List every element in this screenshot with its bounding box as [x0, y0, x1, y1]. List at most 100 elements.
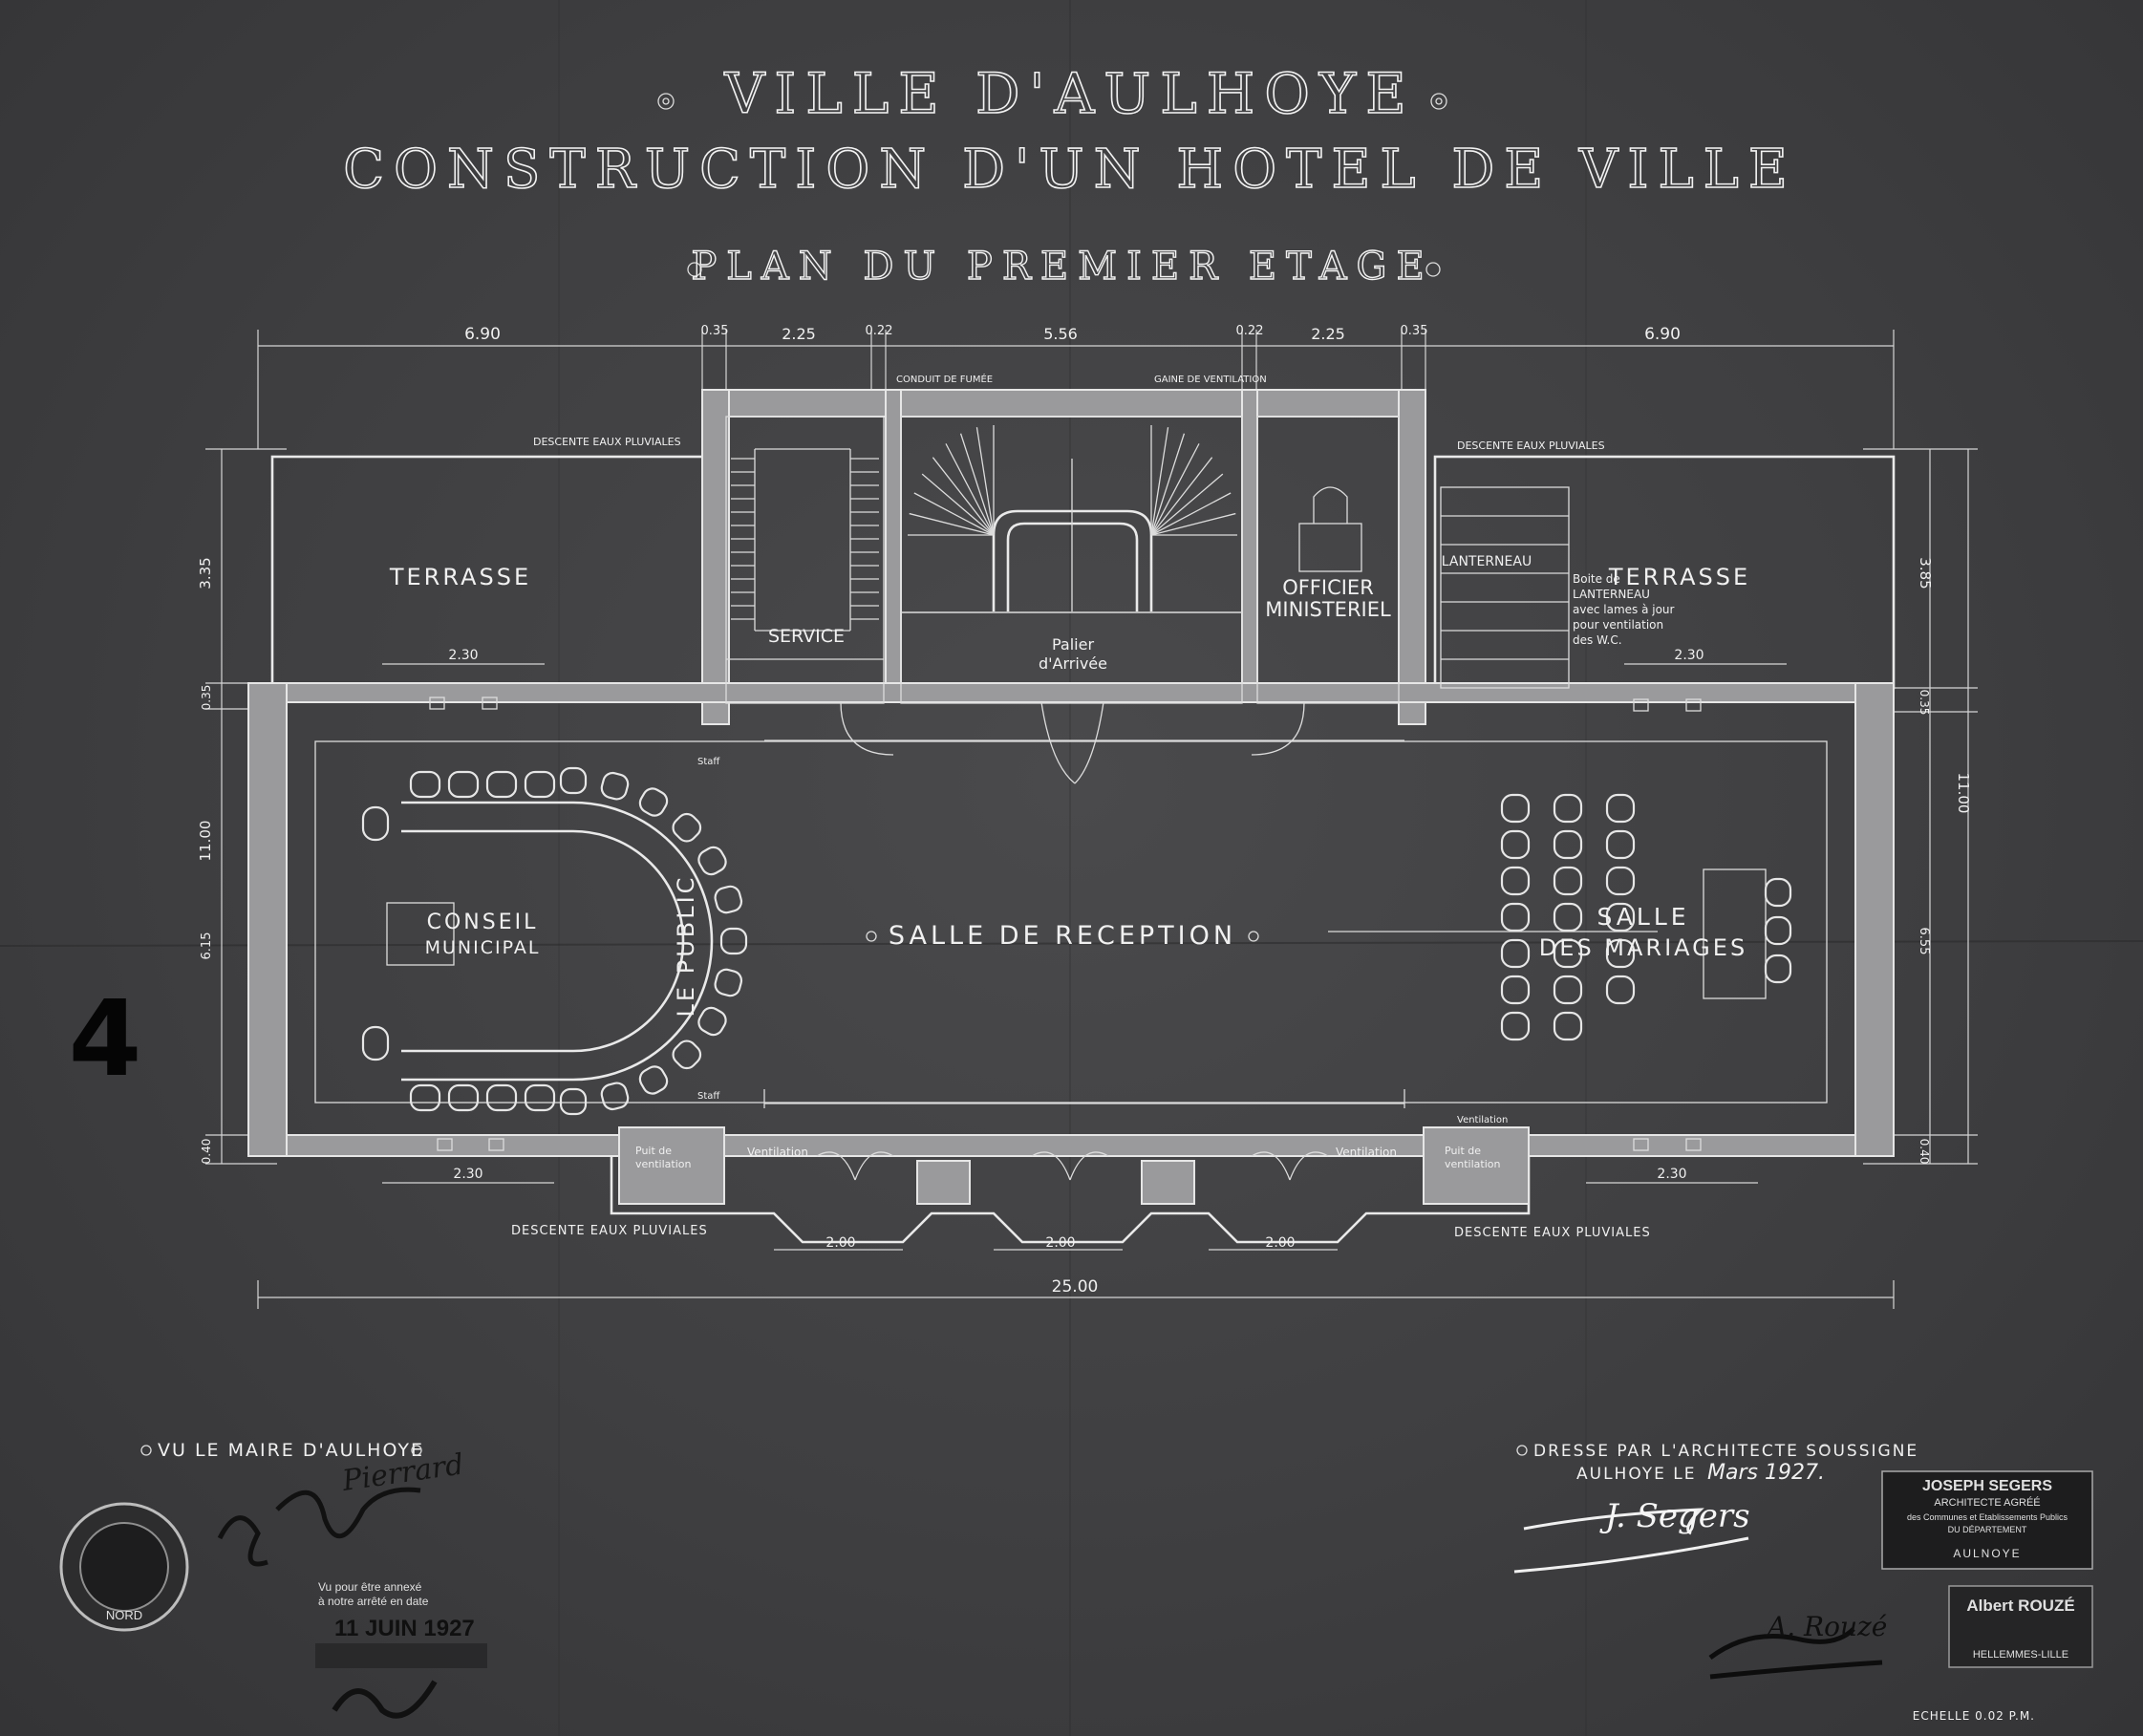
dimension-label: 0.35 — [701, 324, 729, 338]
stamp-text: Vu pour être annexé — [318, 1580, 422, 1594]
wedding-chair — [1500, 829, 1531, 860]
wedding-chair — [1605, 938, 1636, 969]
dimension-label: 0.40 — [200, 1139, 213, 1165]
annex-stamp: Vu pour être annexé à notre arrêté en da… — [315, 1580, 487, 1719]
council-chair — [361, 805, 390, 842]
label-mariages-1: SALLE — [1597, 903, 1689, 931]
wedding-chair — [1764, 915, 1792, 946]
stair-step — [932, 457, 995, 536]
annotation-text: Puit de — [1445, 1145, 1481, 1157]
rouze-stamp: Albert ROUZÉ HELLEMMES-LILLE — [1948, 1585, 2093, 1668]
wedding-chair — [1553, 975, 1583, 1005]
dimension-label: 25.00 — [1052, 1277, 1099, 1297]
dimension-label: 0.22 — [1236, 324, 1264, 338]
dimension-label: 0.40 — [1918, 1139, 1931, 1165]
wedding-chair — [1764, 877, 1792, 908]
council-chair — [697, 1006, 727, 1037]
stamp-date: 11 JUIN 1927 — [334, 1616, 475, 1641]
dimension-label: 0.35 — [1918, 690, 1931, 716]
annotation-text: CONDUIT DE FUMÉE — [896, 373, 993, 385]
council-chair — [409, 1083, 441, 1112]
annotation-text: Ventilation — [1336, 1146, 1397, 1159]
stair-step — [1150, 512, 1236, 536]
dimension-label: 6.15 — [200, 932, 214, 960]
wedding-chair — [1500, 902, 1531, 932]
annotation-text: DESCENTE EAUX PLUVIALES — [1454, 1226, 1651, 1240]
wedding-chair — [1500, 793, 1531, 824]
label-officier-1: OFFICIER — [1282, 576, 1374, 599]
stamp-text: HELLEMMES-LILLE — [1973, 1649, 2068, 1661]
stair-step — [1150, 427, 1169, 536]
annotation-text: Staff — [697, 757, 720, 767]
stamp-text: DU DÉPARTEMENT — [1948, 1525, 2027, 1534]
label-terrasse-right: TERRASSE — [1608, 564, 1750, 590]
annotations: CONDUIT DE FUMÉE GAINE DE VENTILATION DE… — [511, 373, 1651, 1240]
note-line: des W.C. — [1573, 633, 1622, 647]
stamp-text: ARCHITECTE AGRÉÉ — [1934, 1496, 2040, 1509]
note-line: avec lames à jour — [1573, 603, 1675, 616]
main-staircase-steps — [908, 425, 1237, 536]
council-chair — [447, 770, 480, 799]
wedding-chair — [1500, 975, 1531, 1005]
annotation-text: DESCENTE EAUX PLUVIALES — [511, 1224, 708, 1238]
wedding-chair — [1553, 829, 1583, 860]
council-chair — [719, 927, 748, 955]
council-chair — [672, 812, 702, 843]
wedding-chair — [1605, 866, 1636, 896]
wedding-chair — [1500, 1011, 1531, 1041]
annotation-text: ventilation — [1445, 1158, 1501, 1170]
wedding-chair — [1553, 938, 1583, 969]
label-conseil-2: MUNICIPAL — [425, 937, 541, 958]
stamp-text: à notre arrêté en date — [318, 1595, 429, 1608]
label-palier-2: d'Arrivée — [1039, 654, 1107, 673]
signature-text: A. Rouzé — [1765, 1611, 1887, 1642]
label-lanterneau: LANTERNEAU — [1442, 554, 1532, 569]
seal-text: NORD — [106, 1608, 142, 1622]
stair-step — [909, 512, 995, 536]
dimension-label: 2.00 — [825, 1235, 855, 1251]
dimension-label: 2.30 — [448, 648, 478, 663]
wedding-chair — [1605, 975, 1636, 1005]
annotation-text: Staff — [697, 1091, 720, 1102]
council-seats — [361, 766, 748, 1116]
annotation-text: Puit de — [635, 1145, 672, 1157]
annotation-text: DESCENTE EAUX PLUVIALES — [1457, 439, 1605, 452]
dimension-label: 6.90 — [1644, 325, 1681, 344]
room-labels: TERRASSE TERRASSE SERVICE Palier d'Arriv… — [389, 554, 1750, 1017]
mayor-caption: VU LE MAIRE D'AULHOYE — [158, 1440, 424, 1461]
architect-date: Mars 1927. — [1707, 1461, 1825, 1485]
dimension-label: 11.00 — [197, 821, 214, 862]
signature-text: J. Segers — [1599, 1497, 1750, 1535]
note-line: pour ventilation — [1573, 618, 1663, 632]
dimension-label: 6.90 — [464, 325, 501, 344]
annotation-text: Ventilation — [747, 1146, 808, 1159]
label-service: SERVICE — [768, 626, 845, 647]
stair-step — [945, 443, 995, 536]
stair-step — [1150, 457, 1213, 536]
council-chair — [559, 1087, 588, 1116]
annotation-text: Ventilation — [1457, 1115, 1508, 1125]
dimension-label: 2.00 — [1265, 1235, 1295, 1251]
note-line: LANTERNEAU — [1573, 588, 1650, 601]
council-chair — [714, 885, 743, 914]
wedding-chair — [1553, 1011, 1583, 1041]
rouze-signature: A. Rouzé — [1708, 1611, 1887, 1680]
council-chair — [600, 771, 630, 801]
dimension-label: 0.35 — [200, 685, 213, 711]
stair-step — [913, 492, 995, 536]
title-line3: PLAN DU PREMIER ETAGE — [691, 245, 1433, 289]
wedding-chair — [1500, 866, 1531, 896]
mayor-signature: Pierrard — [217, 1447, 466, 1567]
boite-lanterneau-note: Boite de LANTERNEAU avec lames à jour po… — [1573, 572, 1675, 647]
council-chair — [672, 1039, 702, 1070]
stair-step — [921, 473, 995, 536]
label-palier-1: Palier — [1052, 635, 1094, 654]
dimension-label: 2.30 — [453, 1167, 482, 1182]
dimension-label: 3.85 — [1917, 557, 1934, 589]
council-chair — [524, 1083, 556, 1112]
label-reception: SALLE DE RECEPTION — [889, 921, 1236, 951]
left-dimension-chain: 3.35 0.35 11.00 6.15 0.40 — [197, 448, 287, 1165]
annotation-text: ventilation — [635, 1158, 692, 1170]
footer: VU LE MAIRE D'AULHOYE DRESSE PAR L'ARCHI… — [140, 1440, 2034, 1723]
